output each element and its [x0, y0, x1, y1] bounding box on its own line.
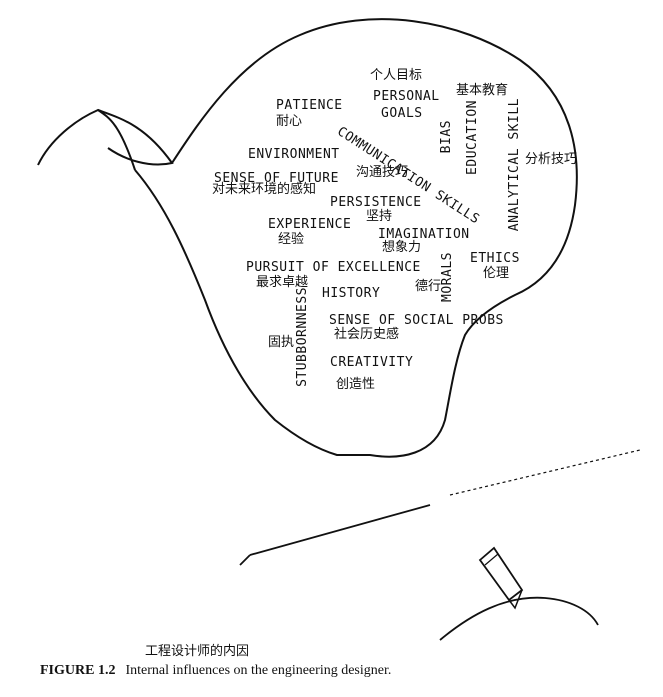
label-zh-morals: 德行 [415, 279, 442, 294]
label-patience: PATIENCE [276, 98, 343, 113]
label-creativity: CREATIVITY [330, 355, 414, 370]
label-zh-social-history: 社会历史感 [334, 327, 400, 342]
label-zh-stubbornness: 固执 [268, 335, 295, 350]
label-zh-ethics: 伦理 [483, 266, 510, 281]
label-goals: GOALS [381, 106, 423, 121]
hand-outline [37, 108, 174, 166]
label-stubbornness: STUBBORNNESS [295, 287, 310, 387]
caption-text: Internal influences on the engineering d… [125, 663, 392, 678]
label-zh-personal-goals: 个人目标 [370, 68, 423, 83]
label-history: HISTORY [322, 286, 381, 301]
label-morals: MORALS [440, 252, 455, 302]
label-persistence: PERSISTENCE [330, 195, 422, 210]
label-environment: ENVIRONMENT [248, 147, 340, 162]
label-analytical-skill: ANALYTICAL SKILL [507, 98, 522, 232]
label-zh-analytical-skill: 分析技巧 [525, 152, 578, 167]
label-sense-of-social-probs: SENSE OF SOCIAL PROBS [329, 313, 504, 328]
pencil-icon [478, 546, 524, 610]
label-zh-sense-of-future: 对未来环境的感知 [212, 182, 317, 197]
label-ethics: ETHICS [470, 251, 520, 266]
label-sense-of-future: SENSE OF FUTURE [214, 171, 339, 186]
label-zh-pursuit: 最求卓越 [256, 275, 309, 290]
figure-caption: FIGURE 1.2 Internal influences on the eng… [40, 663, 391, 679]
label-personal: PERSONAL [373, 89, 440, 104]
arm-line [97, 109, 136, 171]
label-zh-persistence: 坚持 [366, 209, 393, 224]
head-outline [134, 18, 578, 458]
label-education: EDUCATION [465, 100, 480, 175]
desk-dashed-line [449, 449, 641, 496]
label-zh-imagination: 想象力 [382, 240, 422, 255]
label-zh-comm-skills: 沟通技巧 [356, 165, 409, 180]
caption-zh: 工程设计师的内因 [145, 644, 250, 659]
label-bias: BIAS [439, 120, 454, 154]
desk-top-line [249, 504, 431, 556]
desk-lower-line [239, 554, 251, 566]
figure-label: FIGURE 1.2 [40, 663, 116, 678]
label-zh-experience: 经验 [278, 232, 305, 247]
label-zh-creativity: 创造性 [336, 377, 376, 392]
drawing-hand-outline [439, 596, 599, 641]
label-zh-basic-education: 基本教育 [456, 83, 509, 98]
label-pursuit-of-excellence: PURSUIT OF EXCELLENCE [246, 260, 421, 275]
label-zh-patience: 耐心 [276, 114, 303, 129]
label-experience: EXPERIENCE [268, 217, 352, 232]
label-imagination: IMAGINATION [378, 227, 470, 242]
